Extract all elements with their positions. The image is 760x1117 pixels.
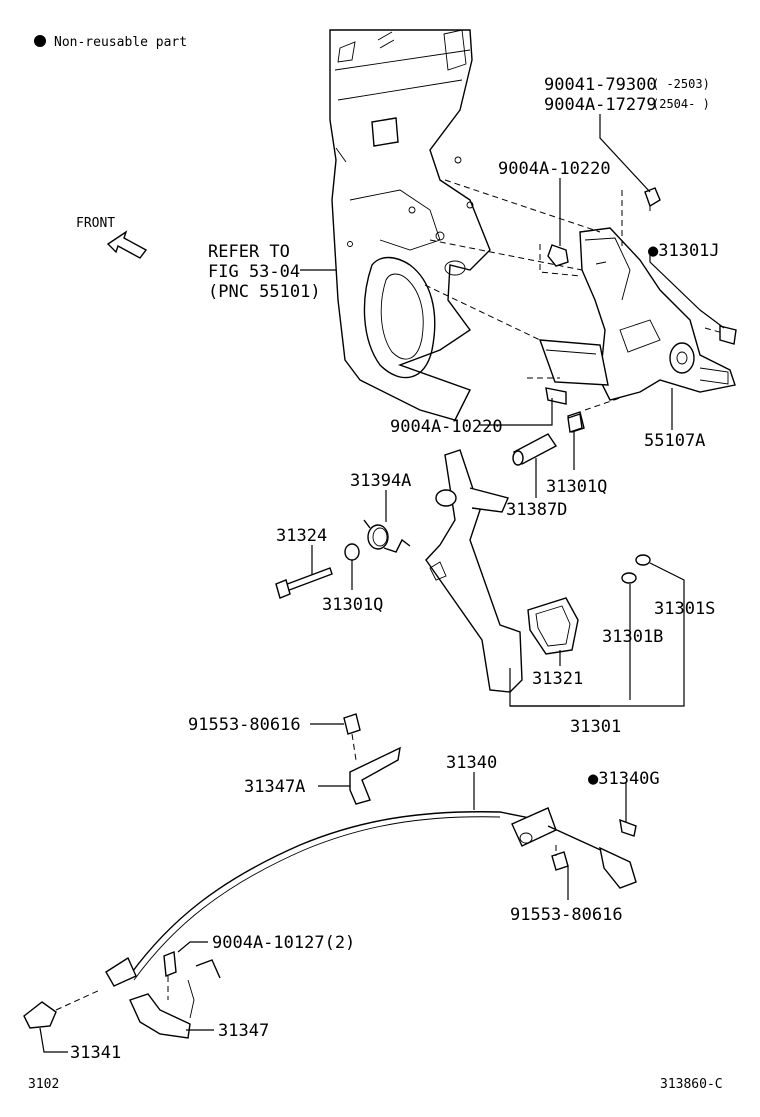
refer-to-line2: FIG 53-04 (208, 262, 300, 282)
return-spring-31394a (363, 519, 411, 553)
label-90041-79300-range: ( -2503) (652, 77, 710, 91)
label-9004a-10127: 9004A-10127(2) (212, 933, 355, 953)
refer-to-line3: (PNC 55101) (208, 282, 321, 302)
label-31387d: 31387D (506, 500, 567, 520)
bolt-91553-80616-bottom (551, 851, 569, 871)
label-91553-80616-top: 91553-80616 (188, 715, 301, 735)
body-panel-drawing (329, 29, 491, 421)
footer-left-code: 3102 (28, 1077, 59, 1092)
label-9004a-10220-top: 9004A-10220 (498, 159, 611, 179)
label-31321: 31321 (532, 669, 583, 689)
cable-bracket-31347 (129, 951, 221, 1039)
cable-bracket-31347a (343, 713, 401, 805)
label-31301q-left: 31301Q (322, 595, 383, 615)
label-31301b: 31301B (602, 627, 663, 647)
label-9004a-17279-range: (2504- ) (652, 97, 710, 111)
front-label: FRONT (76, 216, 115, 231)
label-31301: 31301 (570, 717, 621, 737)
label-31347a: 31347A (244, 777, 305, 797)
pedal-bracket-55107a (538, 227, 736, 401)
label-91553-80616-bottom: 91553-80616 (510, 905, 623, 925)
bushing-31301q-right (567, 413, 583, 433)
cable-31340 (105, 807, 637, 987)
label-31340: 31340 (446, 753, 497, 773)
footer-right-code: 313860-C (660, 1077, 723, 1092)
legend-text: Non-reusable part (54, 35, 187, 50)
label-31301s: 31301S (654, 599, 715, 619)
leader-lines (39, 114, 725, 1053)
pedal-pad-31321 (527, 597, 579, 655)
bushing-31301q-left (344, 543, 360, 561)
non-reusable-dot-icon (34, 35, 46, 47)
label-31347: 31347 (218, 1021, 269, 1041)
label-55107a: 55107A (644, 431, 705, 451)
stopper-31301s (635, 554, 651, 566)
cable-end-31341 (23, 1001, 57, 1029)
label-9004a-10220-mid: 9004A-10220 (390, 417, 503, 437)
bolt-31324 (275, 567, 333, 599)
label-31301j: ●31301J (648, 241, 720, 261)
label-90041-79300: 90041-79300 (544, 75, 657, 95)
label-9004a-17279: 9004A-17279 (544, 95, 657, 115)
label-31340g: ●31340G (588, 769, 660, 789)
label-31324: 31324 (276, 526, 327, 546)
pedal-lever-31301 (425, 449, 523, 693)
label-31341: 31341 (70, 1043, 121, 1063)
refer-to-line1: REFER TO (208, 242, 290, 262)
label-31301q-right: 31301Q (546, 477, 607, 497)
stopper-31301b (621, 572, 637, 584)
label-31394a: 31394A (350, 471, 411, 491)
front-arrow-icon (106, 230, 148, 259)
